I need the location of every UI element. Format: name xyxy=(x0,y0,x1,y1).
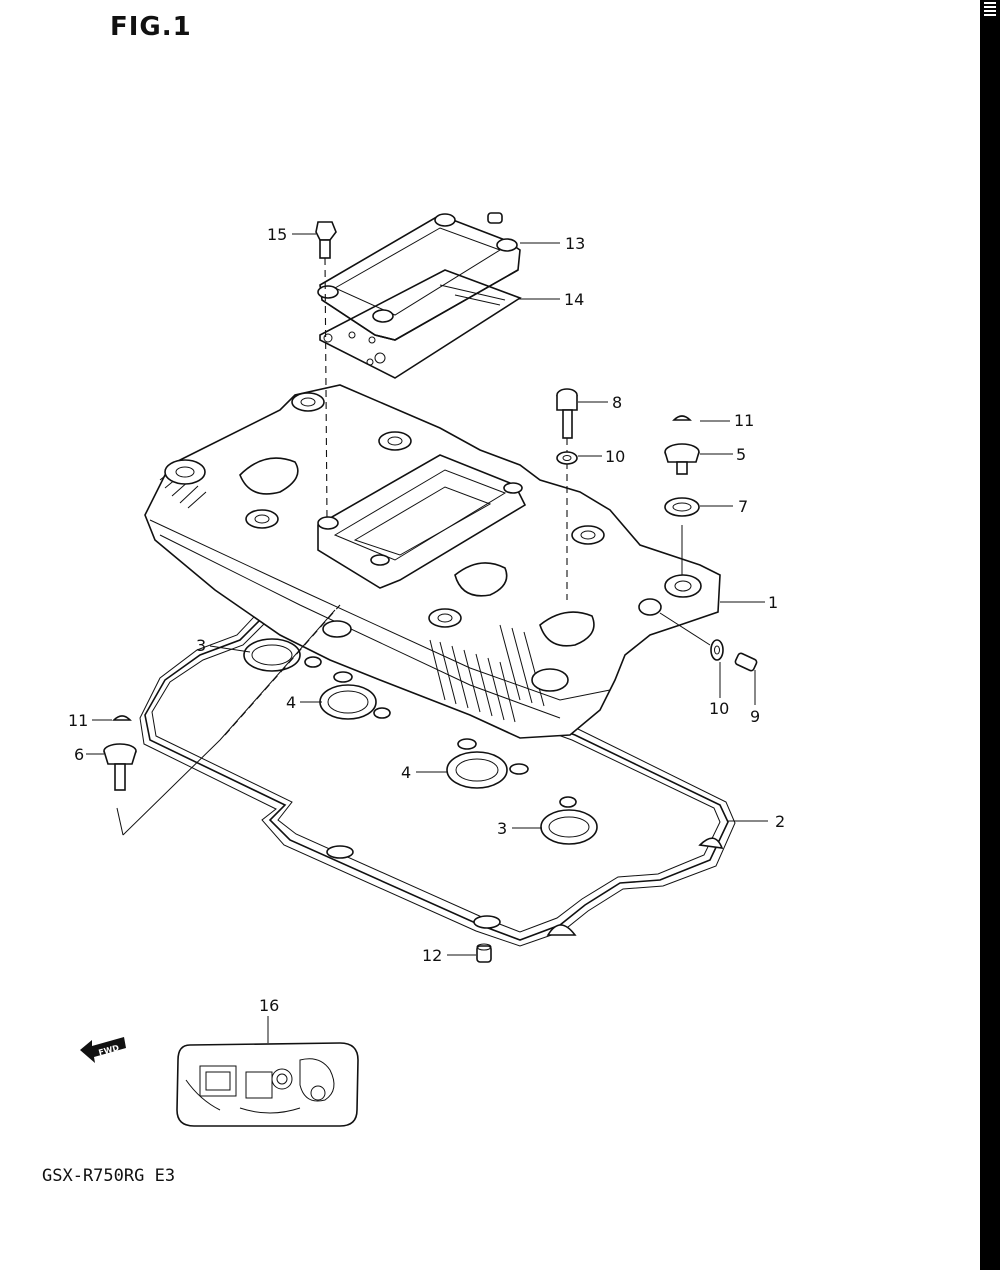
callout-15: 15 xyxy=(267,225,287,244)
callout-9: 9 xyxy=(750,707,760,726)
washer-part-10-upper xyxy=(556,451,578,465)
grommet-part-7 xyxy=(664,497,700,575)
gasket-set-part-16 xyxy=(176,1042,359,1127)
dowel-pin-part-12 xyxy=(476,943,492,963)
callout-16: 16 xyxy=(259,996,279,1015)
bolt-part-6 xyxy=(103,743,137,791)
callout-2: 2 xyxy=(775,812,785,831)
callout-3-upper: 3 xyxy=(196,636,206,655)
plug-hole-gasket-part-3-lower xyxy=(540,796,598,845)
head-cover-gasket-part-2 xyxy=(139,599,736,947)
callout-14: 14 xyxy=(564,290,584,309)
callout-10-upper: 10 xyxy=(605,447,625,466)
figure-title: FIG.1 xyxy=(110,12,192,42)
callout-13: 13 xyxy=(565,234,585,253)
cylinder-head-cover-part-1 xyxy=(144,384,721,739)
plug-hole-gasket-part-4-lower xyxy=(446,738,529,789)
model-code: GSX-R750RG E3 xyxy=(42,1166,176,1186)
callout-10-front: 10 xyxy=(709,699,729,718)
leader-lines xyxy=(86,233,768,1043)
washer-part-10-front xyxy=(710,639,724,661)
bolt-part-15 xyxy=(315,221,337,521)
scan-edge xyxy=(980,0,1000,1270)
breather-gasket-part-14 xyxy=(319,269,522,379)
forward-direction-arrow: FWD xyxy=(80,1037,126,1063)
bolt-part-5 xyxy=(664,443,700,475)
union-bolt-part-8 xyxy=(556,388,578,600)
callout-8: 8 xyxy=(612,393,622,412)
callout-4-upper: 4 xyxy=(286,693,296,712)
callout-11-left: 11 xyxy=(68,711,88,730)
callout-3-lower: 3 xyxy=(497,819,507,838)
callout-7: 7 xyxy=(738,497,748,516)
callout-4-lower: 4 xyxy=(401,763,411,782)
callout-6: 6 xyxy=(74,745,84,764)
callout-11-right: 11 xyxy=(734,411,754,430)
callout-numbers: 1 2 3 3 4 4 5 6 7 8 9 10 10 11 11 12 13 … xyxy=(68,225,785,1015)
callout-1: 1 xyxy=(768,593,778,612)
plug-hole-gasket-part-4-upper xyxy=(319,671,391,720)
cap-part-11-left xyxy=(112,715,132,721)
cap-part-11-right xyxy=(672,415,692,421)
plug-hole-gasket-part-3-upper xyxy=(243,638,322,672)
scan-mark xyxy=(984,2,996,16)
callout-5: 5 xyxy=(736,445,746,464)
plug-part-9 xyxy=(659,612,758,672)
callout-12: 12 xyxy=(422,946,442,965)
